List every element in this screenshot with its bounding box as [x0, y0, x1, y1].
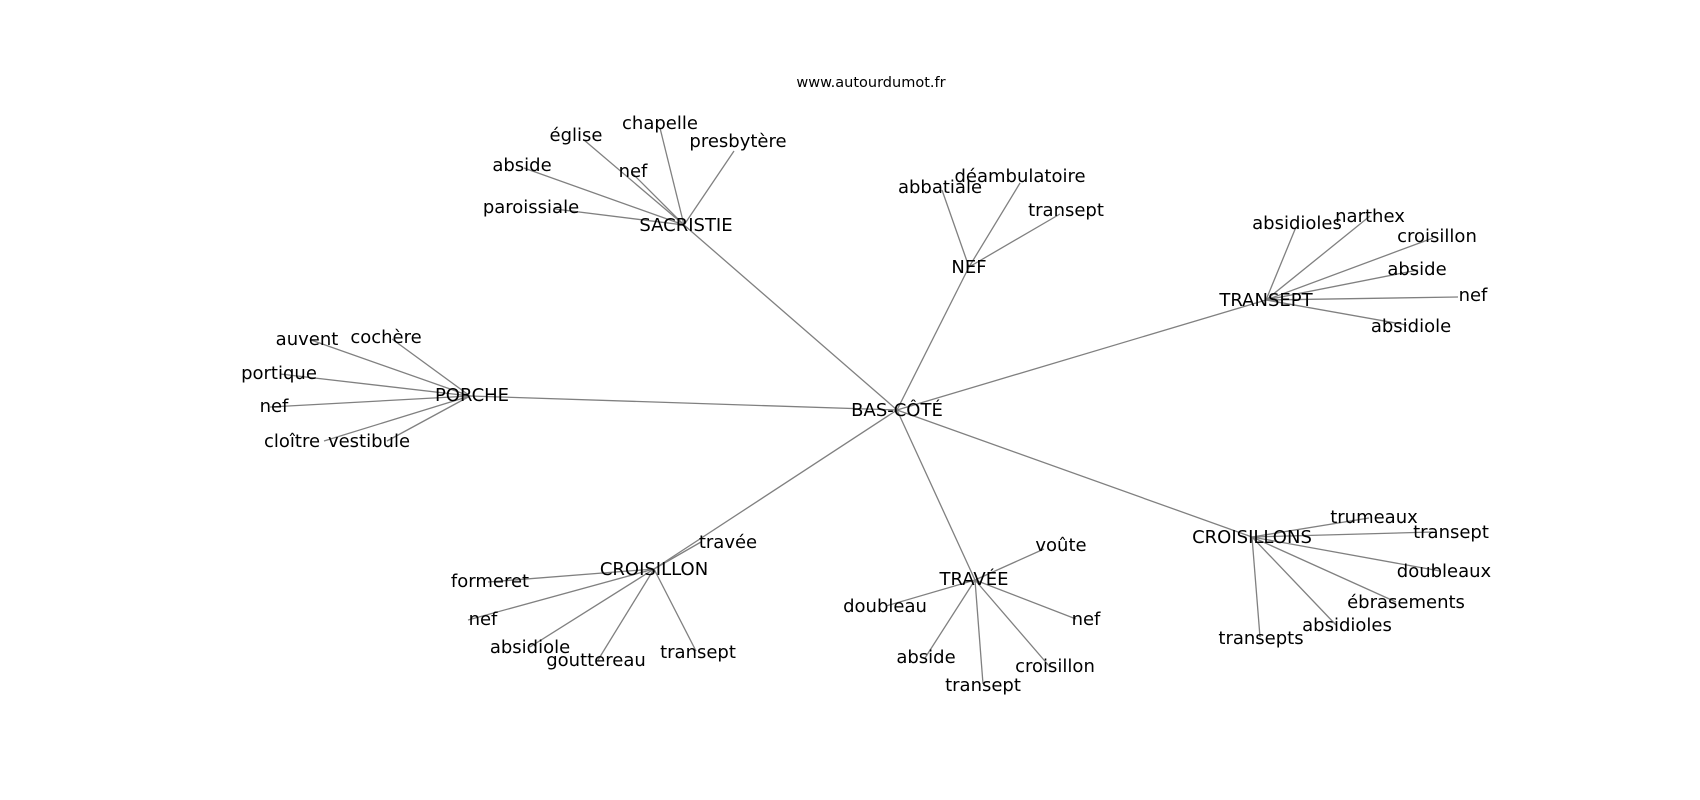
- word-node-porche-nef: nef: [260, 396, 289, 417]
- word-node-sacristie-abside: abside: [492, 155, 551, 176]
- edge-porche-to-auvent: [310, 339, 471, 397]
- edge-transept-to-narthex: [1265, 215, 1371, 301]
- edge-croisillons-to-ebrasements: [1251, 536, 1397, 603]
- word-node-travee-voute: voûte: [1035, 535, 1086, 556]
- edge-croisillon-to-formeret: [487, 568, 655, 583]
- word-node-porche-cochere: cochère: [350, 327, 421, 348]
- edge-sacristie-to-paroissiale: [554, 208, 685, 226]
- edge-sacristie-to-presbytere: [683, 150, 735, 226]
- edge-center-to-nef: [896, 266, 970, 411]
- edge-porche-to-portique: [279, 373, 471, 397]
- word-node-porche-vestibule: vestibule: [328, 431, 410, 452]
- word-node-transept-absidiole: absidiole: [1371, 316, 1451, 337]
- word-node-croisillons-transepts: transepts: [1218, 628, 1303, 649]
- edge-croisillons-to-transepts: [1251, 536, 1261, 638]
- edge-croisillons-to-transept: [1251, 531, 1434, 538]
- word-node-sacristie-presbytere: presbytère: [689, 131, 786, 152]
- word-node-transept-nef: nef: [1459, 285, 1488, 306]
- hub-node-croisillons: CROISILLONS: [1192, 527, 1312, 548]
- edge-croisillon-to-travee: [653, 541, 702, 570]
- word-node-sacristie-nef: nef: [619, 161, 648, 182]
- edge-travee-to-nef: [974, 579, 1077, 620]
- edge-sacristie-to-abside: [523, 167, 685, 226]
- word-node-croisillon-travee: travée: [699, 532, 757, 553]
- word-node-travee-croisillon: croisillon: [1015, 656, 1095, 677]
- word-node-porche-cloitre: cloître: [264, 431, 320, 452]
- hub-node-porche: PORCHE: [435, 385, 509, 406]
- edge-center-to-croisillons: [896, 409, 1253, 538]
- word-node-croisillon-nef: nef: [469, 609, 498, 630]
- edge-transept-to-nef: [1265, 296, 1459, 301]
- word-node-nef-transept: transept: [1028, 200, 1104, 221]
- word-node-porche-auvent: auvent: [276, 329, 339, 350]
- hub-node-travee: TRAVÉE: [939, 568, 1009, 590]
- edge-travee-to-transept: [974, 579, 984, 685]
- word-node-travee-nef: nef: [1072, 609, 1101, 630]
- edge-nef-to-transept: [968, 213, 1061, 268]
- word-node-sacristie-chapelle: chapelle: [622, 113, 698, 134]
- edge-nef-to-deambulatoire: [968, 182, 1021, 268]
- word-node-croisillons-transept: transept: [1413, 522, 1489, 543]
- edge-center-to-travee: [896, 409, 976, 581]
- word-node-transept-narthex: narthex: [1335, 206, 1405, 227]
- center-node-label: BAS-CÔTÉ: [851, 399, 943, 421]
- word-node-nef-deambulatoire: déambulatoire: [954, 166, 1085, 187]
- edge-center-to-transept: [896, 299, 1267, 411]
- edge-travee-to-voute: [974, 548, 1045, 581]
- word-node-croisillons-trumeaux: trumeaux: [1330, 507, 1418, 528]
- edge-transept-to-absidioles: [1265, 226, 1297, 301]
- edge-porche-to-cloitre: [323, 395, 471, 442]
- edge-nef-to-abbatiale: [941, 189, 970, 268]
- watermark-text: www.autourdumot.fr: [796, 75, 945, 91]
- word-node-sacristie-paroissiale: paroissiale: [483, 197, 579, 218]
- edge-sacristie-to-nef: [631, 172, 685, 226]
- labels-layer: www.autourdumot.fr BAS-CÔTÉ SACRISTIE pres…: [241, 75, 1491, 696]
- hub-node-nef: NEF: [951, 257, 986, 278]
- edge-sacristie-to-eglise: [583, 139, 685, 226]
- edge-transept-to-abside: [1265, 269, 1419, 301]
- word-node-croisillon-formeret: formeret: [451, 571, 529, 592]
- word-node-transept-absidioles: absidioles: [1252, 213, 1342, 234]
- edge-porche-to-cochere: [391, 338, 471, 397]
- edge-travee-to-doubleau: [885, 579, 976, 607]
- word-node-croisillon-transept: transept: [660, 642, 736, 663]
- word-node-nef-abbatiale: abbatiale: [898, 177, 982, 198]
- word-node-transept-croisillon: croisillon: [1397, 226, 1477, 247]
- hub-node-croisillon: CROISILLON: [600, 559, 708, 580]
- edge-center-to-porche: [469, 395, 898, 411]
- word-node-travee-doubleau: doubleau: [843, 596, 927, 617]
- edge-croisillons-to-absidioles: [1251, 536, 1337, 626]
- word-node-croisillon-absidiole: absidiole: [490, 637, 570, 658]
- word-node-croisillons-doubleaux: doubleaux: [1397, 561, 1492, 582]
- word-node-porche-portique: portique: [241, 363, 317, 384]
- hub-node-sacristie: SACRISTIE: [639, 215, 732, 236]
- word-node-croisillons-absidioles: absidioles: [1302, 615, 1392, 636]
- word-node-croisillons-ebrasements: ébrasements: [1347, 592, 1465, 613]
- edge-transept-to-absidiole: [1265, 299, 1408, 326]
- edge-porche-to-nef: [269, 395, 471, 408]
- word-node-travee-abside: abside: [896, 647, 955, 668]
- edge-croisillon-to-transept: [653, 568, 697, 652]
- hub-node-transept: TRANSEPT: [1218, 290, 1313, 311]
- edge-center-to-croisillon: [653, 409, 898, 570]
- edge-croisillons-to-doubleaux: [1251, 536, 1441, 572]
- edge-transept-to-croisillon: [1265, 237, 1434, 301]
- edge-travee-to-abside: [924, 579, 976, 659]
- edge-porche-to-vestibule: [386, 395, 471, 442]
- edge-croisillon-to-nef: [467, 568, 655, 621]
- word-node-travee-transept: transept: [945, 675, 1021, 696]
- edge-travee-to-croisillon: [974, 579, 1051, 668]
- edge-croisillon-to-absidiole: [529, 568, 655, 648]
- edge-croisillons-to-trumeaux: [1251, 517, 1370, 538]
- edge-croisillon-to-gouttereau: [597, 568, 655, 661]
- word-node-sacristie-eglise: église: [550, 125, 603, 146]
- word-node-transept-abside: abside: [1387, 259, 1446, 280]
- edge-center-to-sacristie: [683, 224, 898, 411]
- word-node-croisillon-gouttereau: gouttereau: [546, 650, 646, 671]
- edge-sacristie-to-chapelle: [659, 127, 685, 226]
- edges-layer: [269, 127, 1459, 685]
